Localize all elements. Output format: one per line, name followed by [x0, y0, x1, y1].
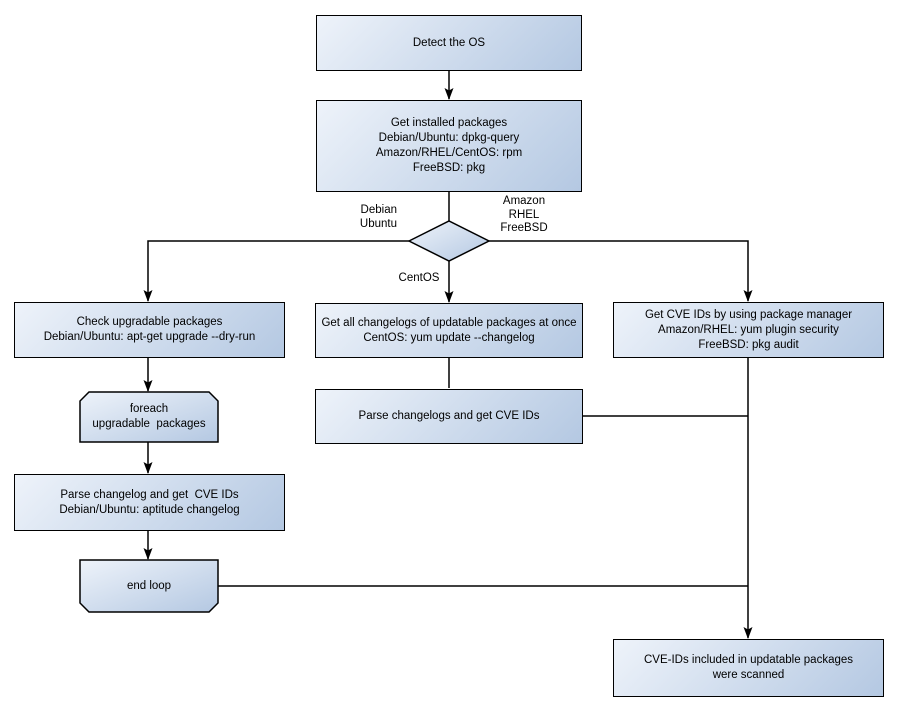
arrowhead	[743, 627, 753, 639]
arrowhead	[143, 290, 153, 302]
node-detect-os: Detect the OS	[316, 15, 582, 71]
node-check-upgradable-packages: Check upgradable packages Debian/Ubuntu:…	[14, 302, 285, 358]
arrowhead	[143, 380, 153, 392]
foreach-loop-label: foreach upgradable packages	[92, 403, 206, 430]
connectors	[147, 71, 749, 638]
edge-label-centos: CentOS	[398, 272, 440, 284]
node-get-cve-by-package-manager: Get CVE IDs by using package manager Ama…	[613, 302, 884, 358]
node-cve-ids-scanned: CVE-IDs included in updatable packages w…	[613, 639, 884, 697]
edge-label-amazon-rhel-freebsd: Amazon RHEL FreeBSD	[500, 195, 548, 234]
node-parse-changelogs-mid: Parse changelogs and get CVE IDs	[315, 389, 583, 444]
foreach-loop-shape	[79, 391, 219, 443]
edge-label-debian-ubuntu: Debian Ubuntu	[359, 204, 397, 230]
node-get-all-changelogs: Get all changelogs of updatable packages…	[315, 303, 583, 358]
edge-decision-to-right	[489, 240, 749, 301]
node-parse-changelog-left: Parse changelog and get CVE IDs Debian/U…	[14, 474, 285, 531]
arrowheads	[143, 88, 753, 639]
arrowhead	[743, 290, 753, 302]
arrowhead	[444, 88, 454, 100]
node-get-installed-packages: Get installed packages Debian/Ubuntu: dp…	[316, 100, 582, 192]
arrowhead	[143, 462, 153, 474]
decision-diamond	[407, 220, 491, 262]
end-loop-shape	[79, 559, 219, 613]
end-loop-label: end loop	[126, 579, 172, 592]
arrowhead	[444, 291, 454, 303]
arrowhead	[143, 548, 153, 560]
edge-decision-to-left	[147, 240, 409, 301]
